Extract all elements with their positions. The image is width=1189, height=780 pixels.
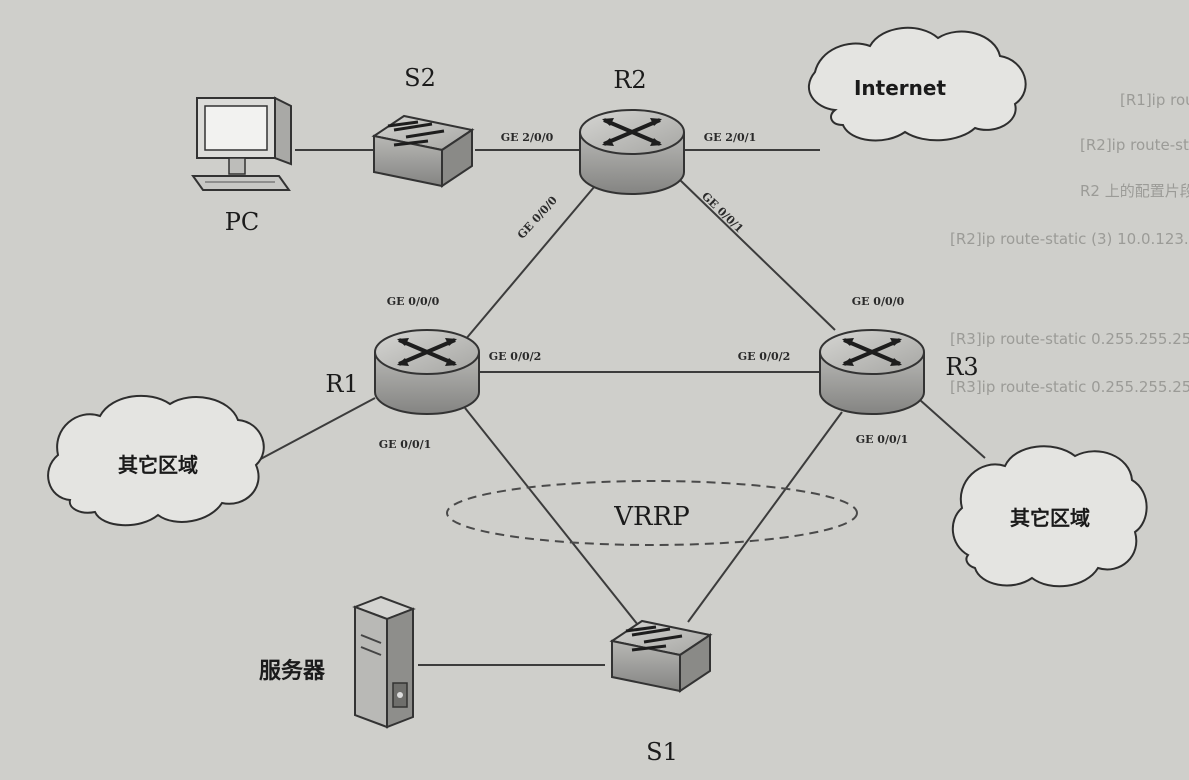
vrrp-ellipse [446, 480, 858, 546]
other-area-cloud-left: 其它区域 [47, 394, 265, 527]
link-r2-r1 [464, 179, 601, 341]
background-text-line: [R2]ip route-static (3) 10.0.123.0/24 [950, 230, 1189, 248]
port-label-r1-r3: GE 0/0/2 [489, 350, 542, 363]
background-text-line: [R3]ip route-static 0.255.255.255 [950, 330, 1189, 348]
r3-label: R3 [945, 353, 978, 381]
port-label-r3-r2: GE 0/0/0 [852, 295, 905, 308]
links [254, 149, 986, 666]
router-r1-icon [373, 328, 481, 416]
link-r2-r3 [679, 179, 836, 331]
port-label-r1-s1: GE 0/0/1 [379, 438, 432, 451]
link-r1-other-left [254, 397, 376, 463]
other-area-cloud-right: 其它区域 [951, 445, 1148, 588]
background-text-block: [R1]ip route-static [R2]ip route-static … [950, 91, 1189, 396]
r1-label: R1 [325, 370, 358, 398]
s1-label: S1 [646, 738, 678, 766]
link-r3-other-right [919, 399, 986, 459]
background-text-line: [R3]ip route-static 0.255.255.255 [950, 378, 1189, 396]
link-r3-s1 [687, 411, 843, 623]
other-area-left-label: 其它区域 [118, 453, 198, 477]
vrrp-label: VRRP [613, 502, 689, 532]
server-label: 服务器 [259, 658, 326, 684]
router-r3-icon [818, 328, 926, 416]
pc-icon [191, 96, 292, 191]
switch-s1-icon [610, 619, 712, 693]
background-text-line: [R1]ip route-static [1120, 91, 1189, 109]
port-label-r2-r3: GE 0/0/1 [699, 190, 746, 236]
port-label-r3-s1: GE 0/0/1 [856, 433, 909, 446]
router-r2-icon [578, 108, 686, 196]
s2-label: S2 [404, 64, 436, 92]
other-area-right-label: 其它区域 [1010, 506, 1090, 530]
port-label-r2-s2: GE 2/0/0 [501, 131, 554, 144]
switch-s2-icon [372, 114, 474, 188]
background-text-line: [R2]ip route-static [1080, 136, 1189, 154]
pc-label: PC [225, 208, 260, 236]
link-r1-s1 [464, 407, 639, 626]
internet-label: Internet [854, 76, 946, 100]
r2-label: R2 [613, 66, 646, 94]
internet-cloud: Internet [808, 26, 1027, 142]
port-label-r1-r2: GE 0/0/0 [387, 295, 440, 308]
background-text-line: R2 上的配置片段 [1080, 182, 1189, 200]
port-label-r3-r1: GE 0/0/2 [738, 350, 791, 363]
port-label-r2-internet: GE 2/0/1 [704, 131, 757, 144]
server-icon [352, 595, 416, 729]
